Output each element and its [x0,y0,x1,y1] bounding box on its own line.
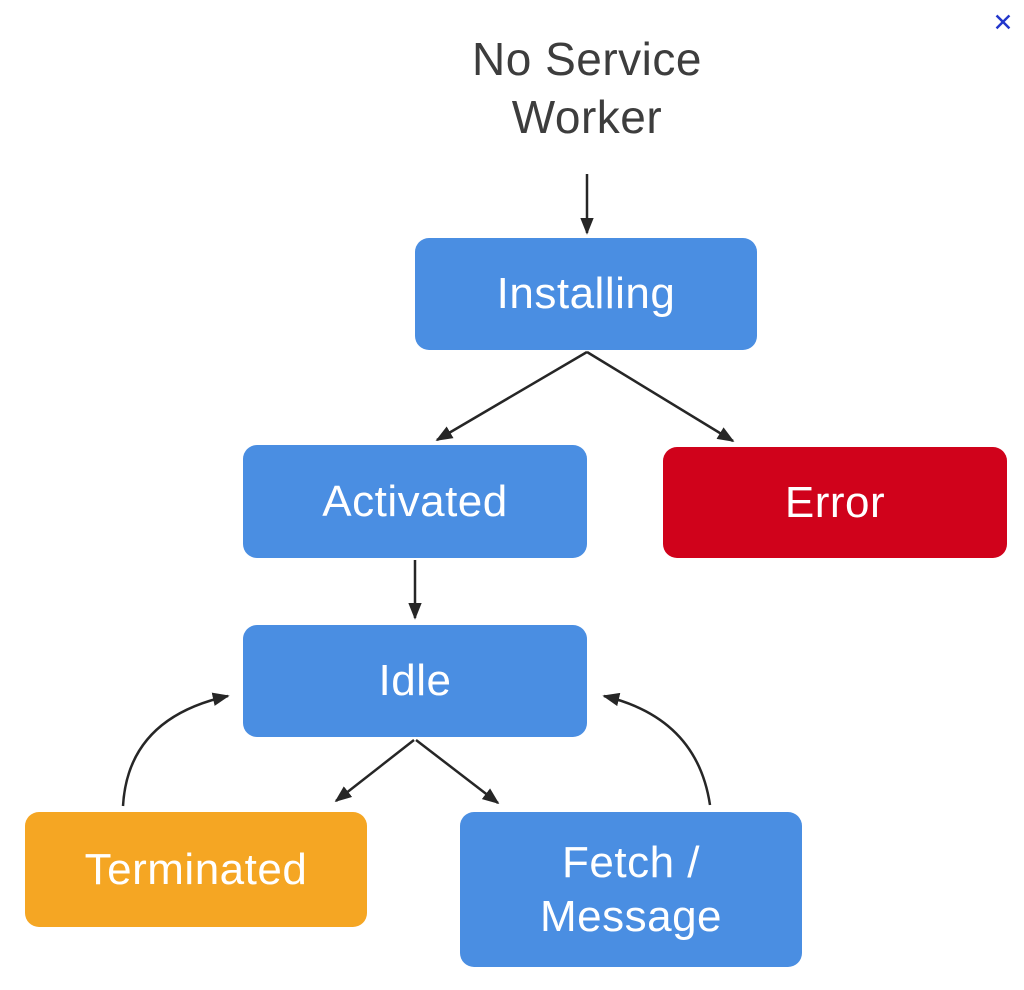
node-error-label: Error [784,477,886,527]
edge-fetchmessage-to-idle [602,692,712,806]
edge-terminated-to-idle [121,692,230,807]
edge-idle-to-terminated [334,739,415,803]
edge-installing-to-error [586,350,735,443]
node-activated-label: Activated [322,476,508,526]
node-error: Error [663,447,1007,558]
node-fetch-message: Fetch / Message [460,812,802,967]
edge-idle-to-fetchmessage [415,739,500,805]
edge-installing-to-activated [435,350,588,442]
node-idle-label: Idle [378,656,452,706]
node-activated: Activated [243,445,587,558]
title-line-1: No Service [472,33,702,85]
node-no-service-worker: No Service Worker [387,30,787,146]
node-terminated-label: Terminated [84,844,308,894]
close-button[interactable]: ✕ [986,6,1020,40]
title-line-2: Worker [511,91,663,143]
node-idle: Idle [243,625,587,737]
node-installing: Installing [415,238,757,350]
node-fetch-message-label-line1: Fetch / [562,837,700,887]
node-installing-label: Installing [496,269,676,319]
node-fetch-message-label-line2: Message [539,891,723,941]
close-icon: ✕ [992,8,1014,37]
node-terminated: Terminated [25,812,367,927]
